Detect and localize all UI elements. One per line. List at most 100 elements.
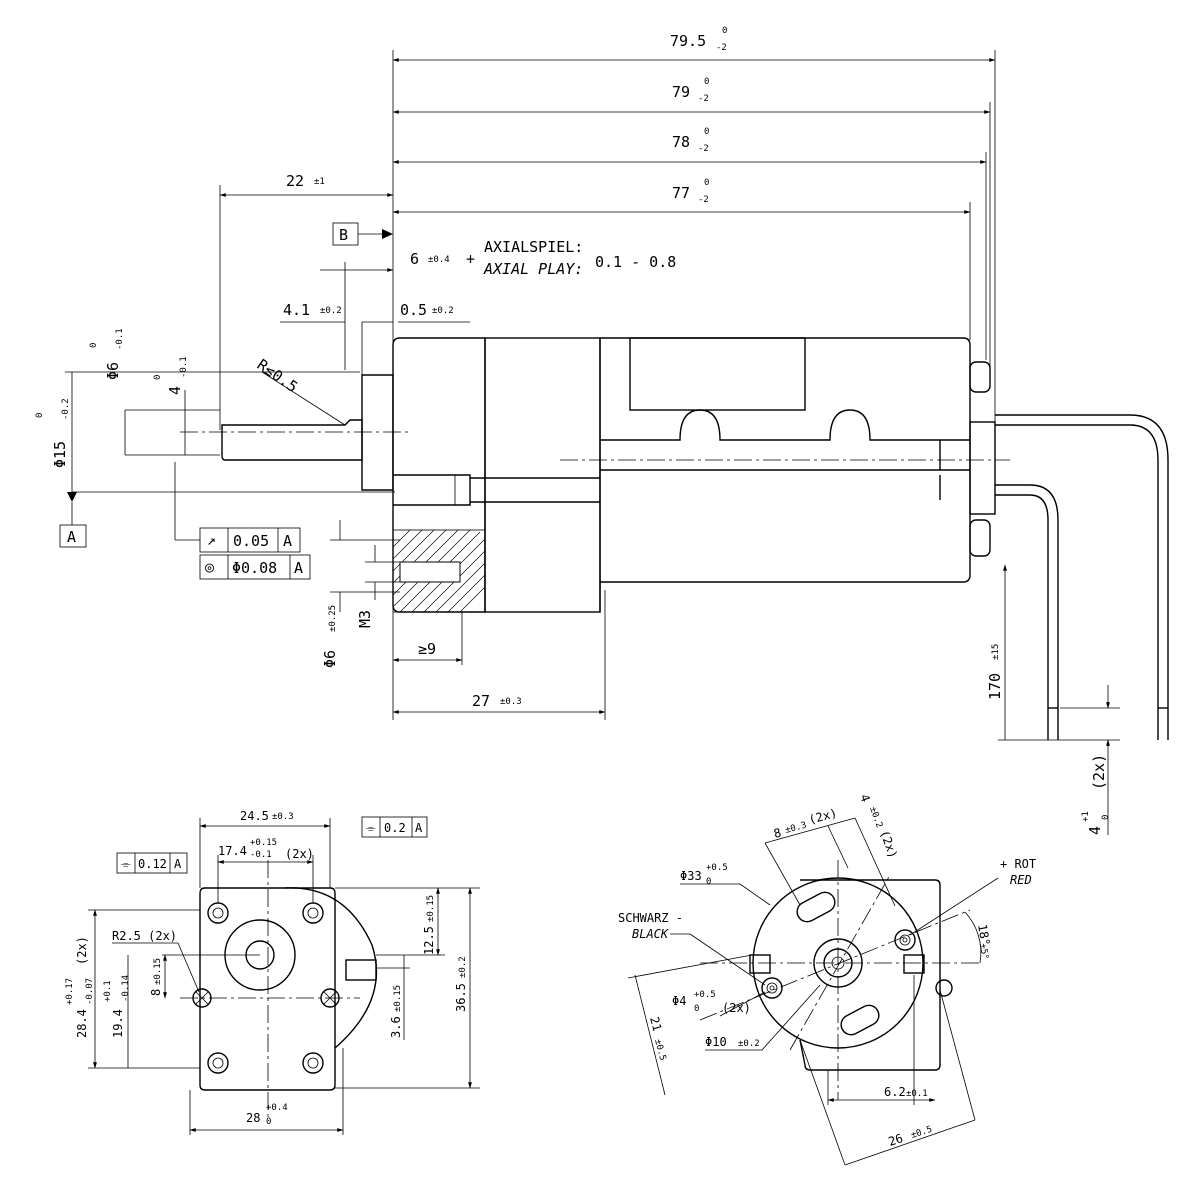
front-dim-28: 28 [246, 1111, 260, 1125]
rear-rot: + ROT [1000, 857, 1036, 871]
axial-play-de: AXIALSPIEL: [484, 238, 583, 256]
datum-a-box [59, 524, 87, 548]
dim-6: 6 [410, 250, 419, 268]
dim-77-hi: 0 [704, 178, 709, 188]
front-fcf-top-symbol: ⌯ [366, 821, 376, 835]
dim-6-plus: + [466, 250, 475, 268]
rear-dim-21-tol: ±0.5 [652, 1038, 667, 1062]
front-r25: R2.5 (2x) [112, 929, 177, 943]
dim-79-5-lo: -2 [716, 43, 727, 53]
dim-4-lead: 4 [1086, 826, 1104, 835]
rear-dia-33-lo: 0 [706, 877, 711, 887]
rear-dia-4: Φ4 [672, 994, 686, 1008]
dim-79-hi: 0 [704, 77, 709, 87]
dim-78-hi: 0 [704, 127, 709, 137]
dim-79-lo: -2 [698, 94, 709, 104]
dim-22-tol: ±1 [314, 177, 325, 187]
front-dim-17-4: 17.4 [218, 844, 247, 858]
front-fcf-top-ref: A [415, 821, 423, 835]
rear-dia-4-hi: +0.5 [694, 990, 716, 1000]
dia-6: Φ6 [104, 362, 122, 380]
rear-black: BLACK [632, 927, 669, 941]
front-dim-19-4-hi: +0.1 [103, 980, 113, 1002]
dim-78: 78 [672, 133, 690, 151]
dim-min-9: ≥9 [418, 640, 436, 658]
front-fcf-left-value: 0.12 [138, 857, 167, 871]
front-dim-24-5-tol: ±0.3 [272, 812, 294, 822]
rear-view: 8 ±0.3 (2x) 4 ±0.2 (2x) + ROT RED Φ33 +0… [618, 792, 1036, 1166]
dim-170: 170 [986, 673, 1004, 700]
front-dim-28-4-lo: -0.07 [85, 978, 95, 1005]
front-dim-17-4-hi: +0.15 [250, 838, 277, 848]
fcf2-value: Φ0.08 [232, 559, 277, 577]
dim-4-lead-hi: +1 [1081, 811, 1091, 822]
front-dim-28-4-hi: +0.17 [65, 978, 75, 1005]
rear-dim-6-2-tol: ±0.1 [906, 1089, 928, 1099]
dim-79-5-hi: 0 [722, 26, 727, 36]
rear-dia-33: Φ33 [680, 869, 702, 883]
front-dim-36-5-tol: ±0.2 [458, 956, 468, 978]
dim-78-lo: -2 [698, 144, 709, 154]
rear-dia-10-tol: ±0.2 [738, 1039, 760, 1049]
front-dim-28-hi: +0.4 [266, 1103, 288, 1113]
dia-6-thread: Φ6 [321, 650, 339, 668]
rear-dia-4-lo: 0 [694, 1004, 699, 1014]
dia-6-thread-tol: ±0.25 [328, 605, 338, 632]
dim-4-lo: -0.1 [179, 356, 189, 378]
front-dim-17-4-mult: (2x) [285, 847, 314, 861]
axial-play-en: AXIAL PLAY: [483, 260, 583, 278]
rear-dim-8: 8 [772, 826, 783, 841]
rear-angle-18-tol: ±5° [977, 943, 990, 961]
dim-27: 27 [472, 692, 490, 710]
dim-0-5-tol: ±0.2 [432, 306, 454, 316]
dim-4: 4 [166, 386, 184, 395]
front-fcf-top-value: 0.2 [384, 821, 406, 835]
rear-angle-18: 18° [975, 923, 993, 947]
front-dim-28-4-mult: (2x) [75, 936, 89, 965]
side-view: 79.5 0 -2 79 0 -2 78 0 -2 77 0 -2 22 ±1 … [35, 26, 1169, 835]
dim-79-5: 79.5 [670, 32, 706, 50]
rear-dim-6-2: 6.2 [884, 1085, 906, 1099]
front-dim-8-tol: ±0.15 [153, 958, 163, 985]
datum-a: A [67, 528, 76, 546]
dia-6-lo: -0.1 [115, 328, 125, 350]
dim-4-lead-lo: 0 [1101, 815, 1111, 820]
fcf1-symbol: ↗ [207, 531, 216, 549]
axial-play-value: 0.1 - 0.8 [595, 253, 676, 271]
rear-dim-4: 4 [857, 792, 873, 804]
dim-27-tol: ±0.3 [500, 697, 522, 707]
dia-15: Φ15 [51, 441, 69, 468]
rear-dim-4-tol: ±0.2 [867, 806, 884, 830]
front-dim-12-5: 12.5 [422, 926, 436, 955]
front-fcf-left-symbol: ⌯ [121, 857, 131, 871]
dim-0-5: 0.5 [400, 301, 427, 319]
fcf1-value: 0.05 [233, 532, 269, 550]
front-fcf-left-ref: A [174, 857, 182, 871]
front-dim-28-4: 28.4 [75, 1009, 89, 1038]
front-dim-17-4-lo: -0.1 [250, 850, 272, 860]
front-dim-19-4-lo: -0.14 [121, 975, 131, 1002]
front-dim-36-5: 36.5 [454, 983, 468, 1012]
dim-77: 77 [672, 184, 690, 202]
rear-dia-33-hi: +0.5 [706, 863, 728, 873]
rear-dim-8-tol: ±0.3 [784, 821, 808, 836]
dim-77-lo: -2 [698, 195, 709, 205]
dim-79: 79 [672, 83, 690, 101]
front-view: 24.5 ±0.3 ⌯ 0.2 A ⌯ 0.12 A 17.4 +0.15 -0… [65, 809, 480, 1135]
front-dim-19-4: 19.4 [111, 1009, 125, 1038]
fcf2-symbol: ◎ [205, 558, 214, 576]
rear-red: RED [1010, 873, 1032, 887]
rear-dia-10: Φ10 [705, 1035, 727, 1049]
rear-dim-4-mult: (2x) [877, 828, 900, 860]
dim-4-hi: 0 [153, 375, 163, 380]
front-dim-28-lo: 0 [266, 1117, 271, 1127]
front-dim-3-6-tol: ±0.15 [393, 985, 403, 1012]
dim-4-lead-mult: (2x) [1090, 754, 1108, 790]
dim-22: 22 [286, 172, 304, 190]
dim-4-1-tol: ±0.2 [320, 306, 342, 316]
thread-m3: M3 [356, 610, 374, 628]
dim-6-tol: ±0.4 [428, 255, 450, 265]
datum-b: B [339, 226, 348, 244]
dia-15-lo: -0.2 [61, 398, 71, 420]
